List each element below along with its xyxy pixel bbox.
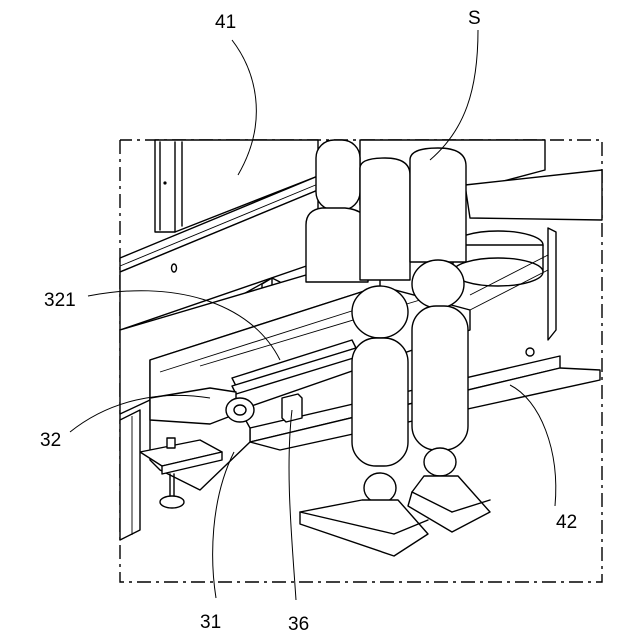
label-42: 42 [556,512,577,533]
label-41: 41 [215,12,236,33]
label-S: S [468,8,481,29]
label-321: 321 [44,290,76,311]
label-31: 31 [200,612,221,633]
label-32: 32 [40,430,61,451]
label-36: 36 [288,614,309,635]
